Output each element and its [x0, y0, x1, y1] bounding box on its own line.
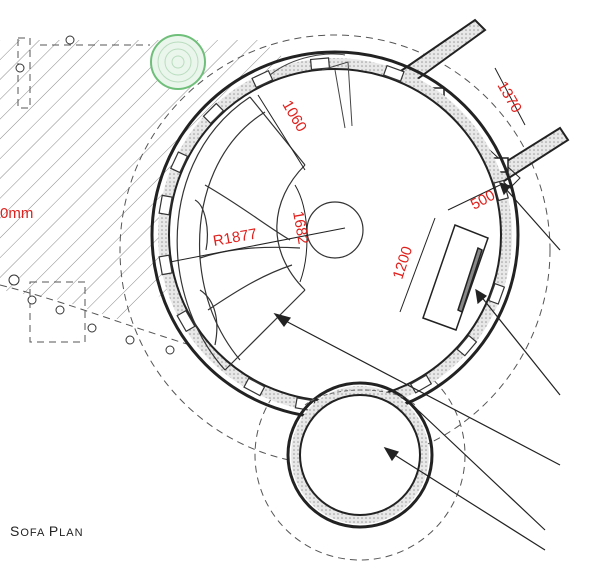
wall-block [456, 334, 478, 357]
wall-block [169, 151, 189, 174]
wall-block [382, 64, 405, 82]
wall-block [158, 194, 173, 216]
wall-block [158, 254, 173, 276]
caption-lan: LAN [59, 527, 84, 539]
sofa [176, 96, 306, 371]
wall-block [251, 69, 274, 89]
posts [8, 35, 175, 355]
tree-icon [150, 34, 206, 90]
wall-block [309, 57, 331, 71]
caption-s: S [10, 523, 21, 539]
wall-block [488, 282, 506, 305]
dim-1370: 1370 [494, 79, 525, 116]
wall-block [202, 102, 225, 125]
dim-1682: 1682 [289, 210, 312, 246]
caption-ofa: OFA [20, 527, 49, 539]
door-swing [269, 53, 353, 129]
caption-p: P [48, 523, 60, 539]
wall-block [243, 377, 266, 397]
tv-unit [422, 224, 489, 331]
left-note: 0mm [0, 205, 33, 222]
wall-block [176, 309, 196, 333]
leader-arrows [273, 182, 561, 551]
dimension-lines [169, 67, 526, 313]
drawing-caption: SOFA PLAN [10, 523, 84, 539]
small-room-wall [286, 381, 434, 529]
